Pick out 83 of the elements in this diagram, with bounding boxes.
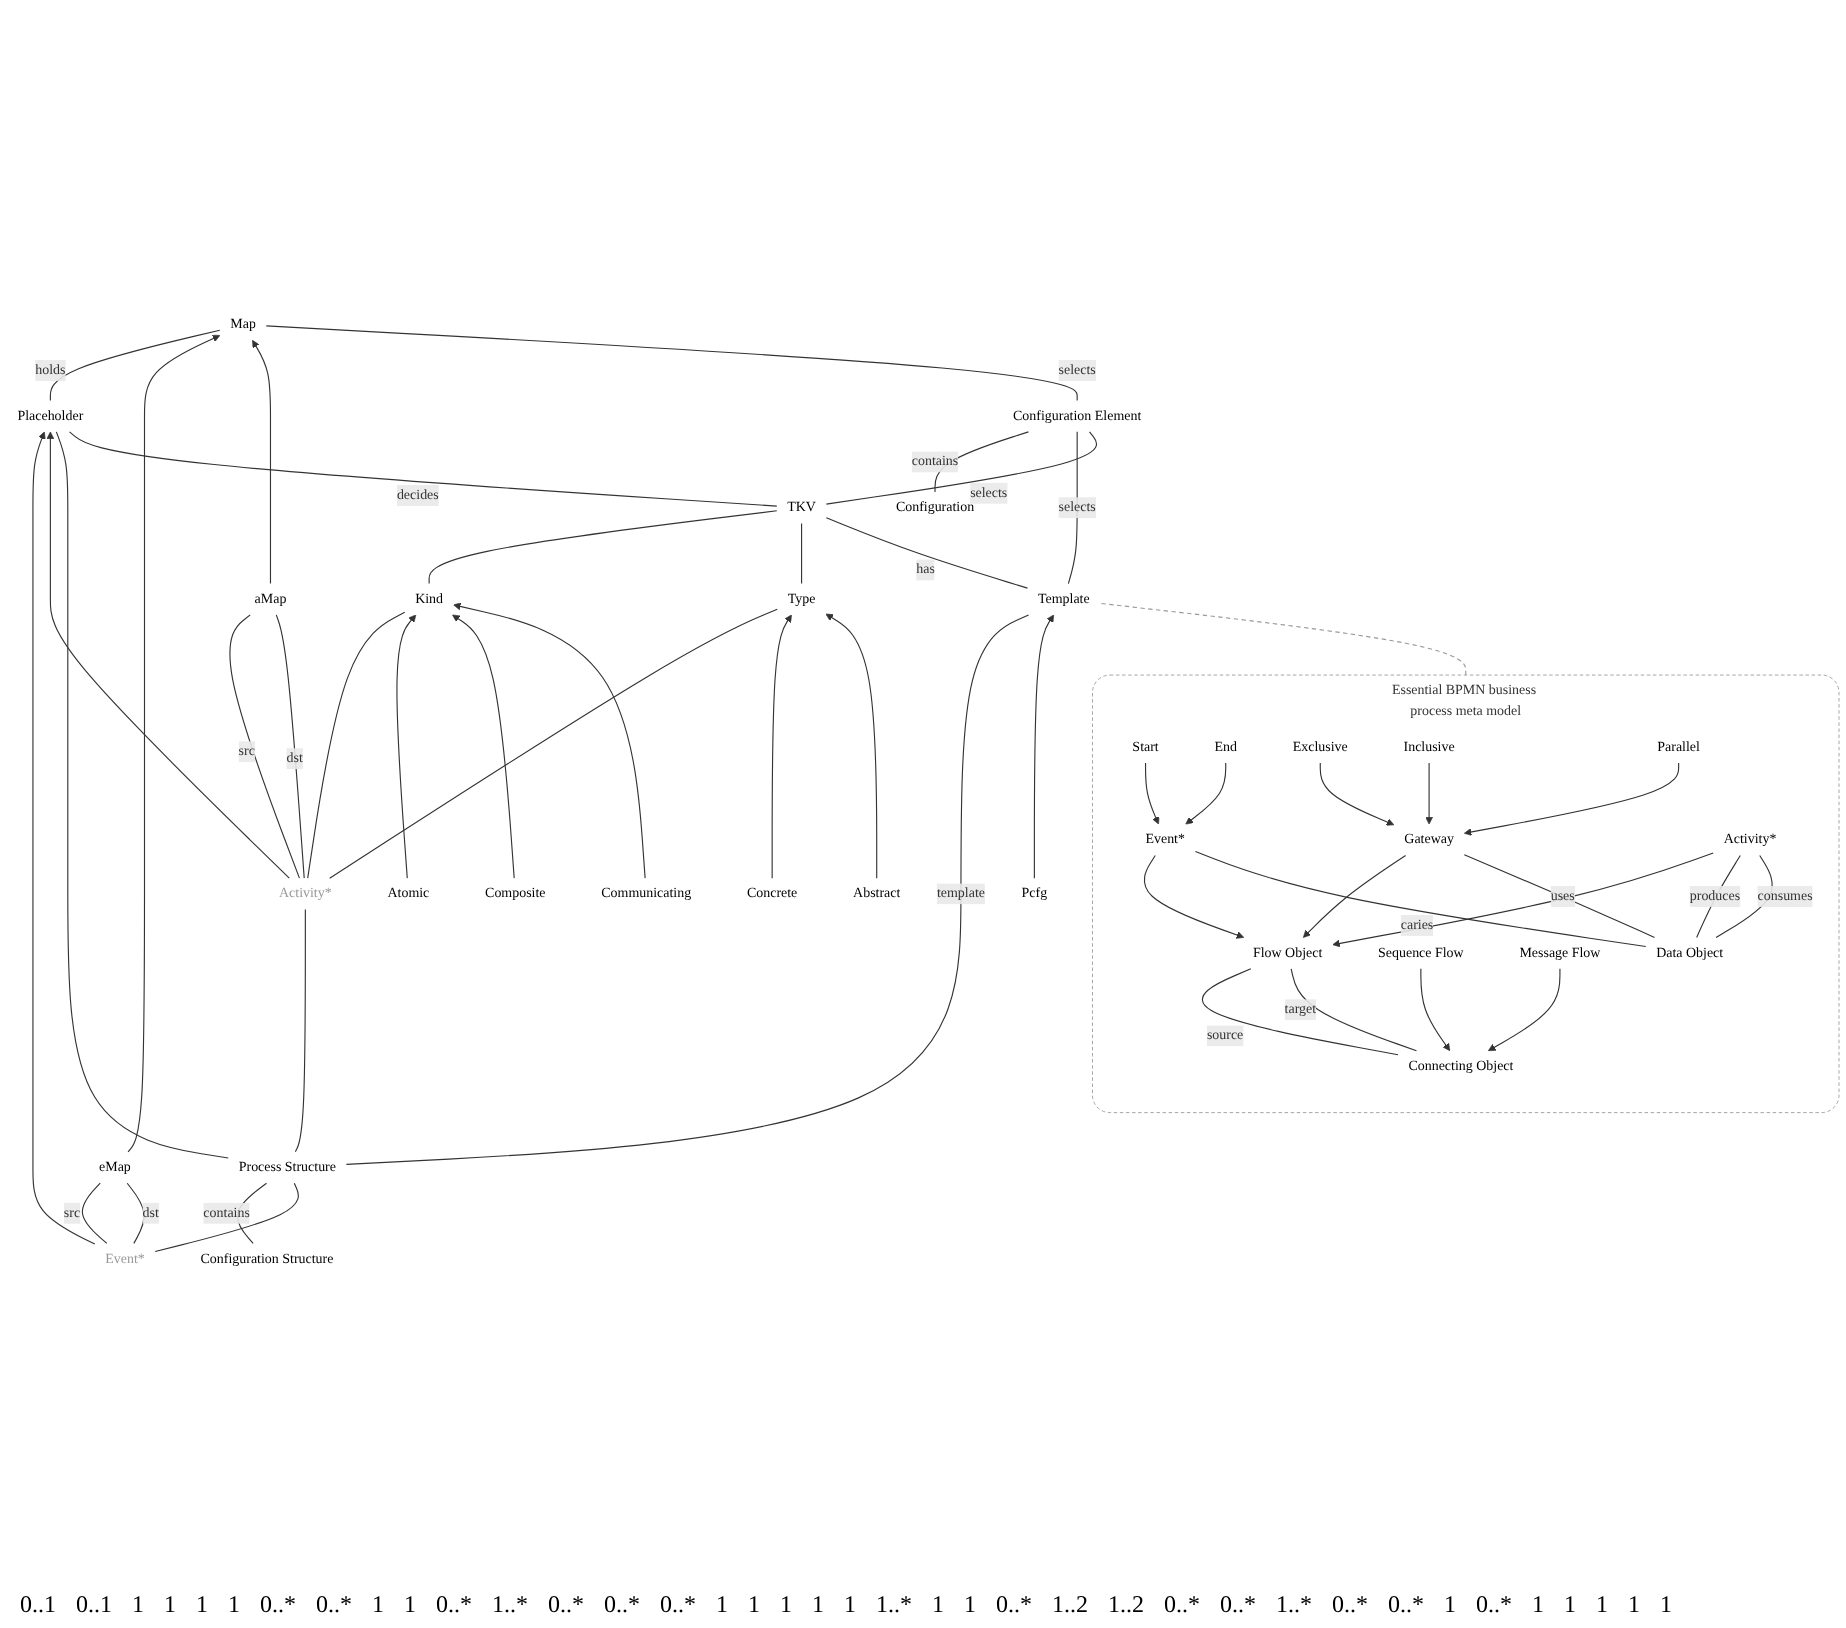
arrow <box>396 613 417 878</box>
multiplicity-label: 0..* <box>1388 1590 1424 1620</box>
connector <box>1201 967 1399 1055</box>
connector <box>236 1181 268 1244</box>
multiplicity-label: 0..1 <box>20 1590 56 1620</box>
multiplicity-label: 1 <box>780 1590 792 1620</box>
multiplicity-label: 0..* <box>1476 1590 1512 1620</box>
multiplicity-label: 1 <box>964 1590 976 1620</box>
multiplicity-label: 1 <box>228 1590 240 1620</box>
multiplicity-label: 0..* <box>1220 1590 1256 1620</box>
arrow <box>1332 851 1714 947</box>
arrow <box>252 339 272 584</box>
arrow <box>1033 613 1055 878</box>
multiplicity-label: 1 <box>812 1590 824 1620</box>
connector <box>345 613 1030 1165</box>
multiplicity-label: 1 <box>716 1590 728 1620</box>
connector <box>1290 967 1418 1051</box>
connector <box>229 613 300 878</box>
multiplicity-label: 0..* <box>1332 1590 1368 1620</box>
multiplicity-label: 0..* <box>548 1590 584 1620</box>
multiplicity-label: 1 <box>196 1590 208 1620</box>
connector <box>1463 853 1656 938</box>
connector <box>1194 850 1647 947</box>
arrow <box>46 430 290 878</box>
connector <box>154 1181 299 1252</box>
arrow <box>1488 967 1561 1051</box>
multiplicity-label: 1 <box>748 1590 760 1620</box>
multiplicity-label: 1..* <box>876 1590 912 1620</box>
arrow <box>825 612 878 878</box>
multiplicity-label: 0..1 <box>76 1590 112 1620</box>
connector <box>265 324 1078 401</box>
multiplicity-label: 0..* <box>1164 1590 1200 1620</box>
multiplicity-label: 1 <box>844 1590 856 1620</box>
multiplicity-label: 1..2 <box>1052 1590 1088 1620</box>
multiplicity-label: 1 <box>1596 1590 1608 1620</box>
arrow <box>1319 761 1395 825</box>
connector <box>825 516 1029 588</box>
connector <box>55 430 229 1158</box>
arrow <box>452 613 515 878</box>
multiplicity-label: 1 <box>372 1590 384 1620</box>
arrow <box>1144 761 1160 824</box>
multiplicity-label: 1 <box>1628 1590 1640 1620</box>
connector <box>126 1181 145 1244</box>
connector <box>825 430 1098 504</box>
multiplicity-label: 1 <box>1564 1590 1576 1620</box>
connector <box>307 610 406 878</box>
multiplicity-label: 0..* <box>260 1590 296 1620</box>
connector <box>275 613 305 878</box>
connector <box>329 607 778 878</box>
arrow <box>1302 854 1407 937</box>
connector <box>934 430 1029 492</box>
arrow <box>127 334 221 1152</box>
multiplicity-label: 0..* <box>604 1590 640 1620</box>
multiplicity-label: 1 <box>1444 1590 1456 1620</box>
multiplicity-label: 1 <box>164 1590 176 1620</box>
multiplicity-label: 0..* <box>316 1590 352 1620</box>
connector <box>428 509 778 584</box>
multiplicity-label: 1..* <box>492 1590 528 1620</box>
connector <box>1067 430 1078 584</box>
multiplicity-label: 1 <box>1660 1590 1672 1620</box>
multiplicity-label: 1..* <box>1276 1590 1312 1620</box>
multiplicity-label: 1 <box>404 1590 416 1620</box>
arrow <box>771 613 792 878</box>
arrow <box>1143 854 1245 938</box>
multiplicity-label: 0..* <box>436 1590 472 1620</box>
connector <box>68 430 778 506</box>
connector <box>49 328 221 401</box>
connector <box>801 521 803 584</box>
multiplicity-label: 1 <box>132 1590 144 1620</box>
multiplicity-label: 1 <box>1532 1590 1544 1620</box>
connector <box>294 908 306 1152</box>
arrow <box>32 430 96 1244</box>
arrow <box>1420 967 1451 1051</box>
multiplicity-label: 0..* <box>996 1590 1032 1620</box>
connector <box>81 1181 108 1244</box>
multiplicity-label: 0..* <box>660 1590 696 1620</box>
connector <box>1099 601 1467 675</box>
arrow <box>1464 761 1680 835</box>
arrow <box>1425 761 1433 824</box>
arrow <box>1185 761 1227 824</box>
multiplicity-label: 1 <box>932 1590 944 1620</box>
multiplicity-label: 1..2 <box>1108 1590 1144 1620</box>
arrow <box>453 601 646 878</box>
